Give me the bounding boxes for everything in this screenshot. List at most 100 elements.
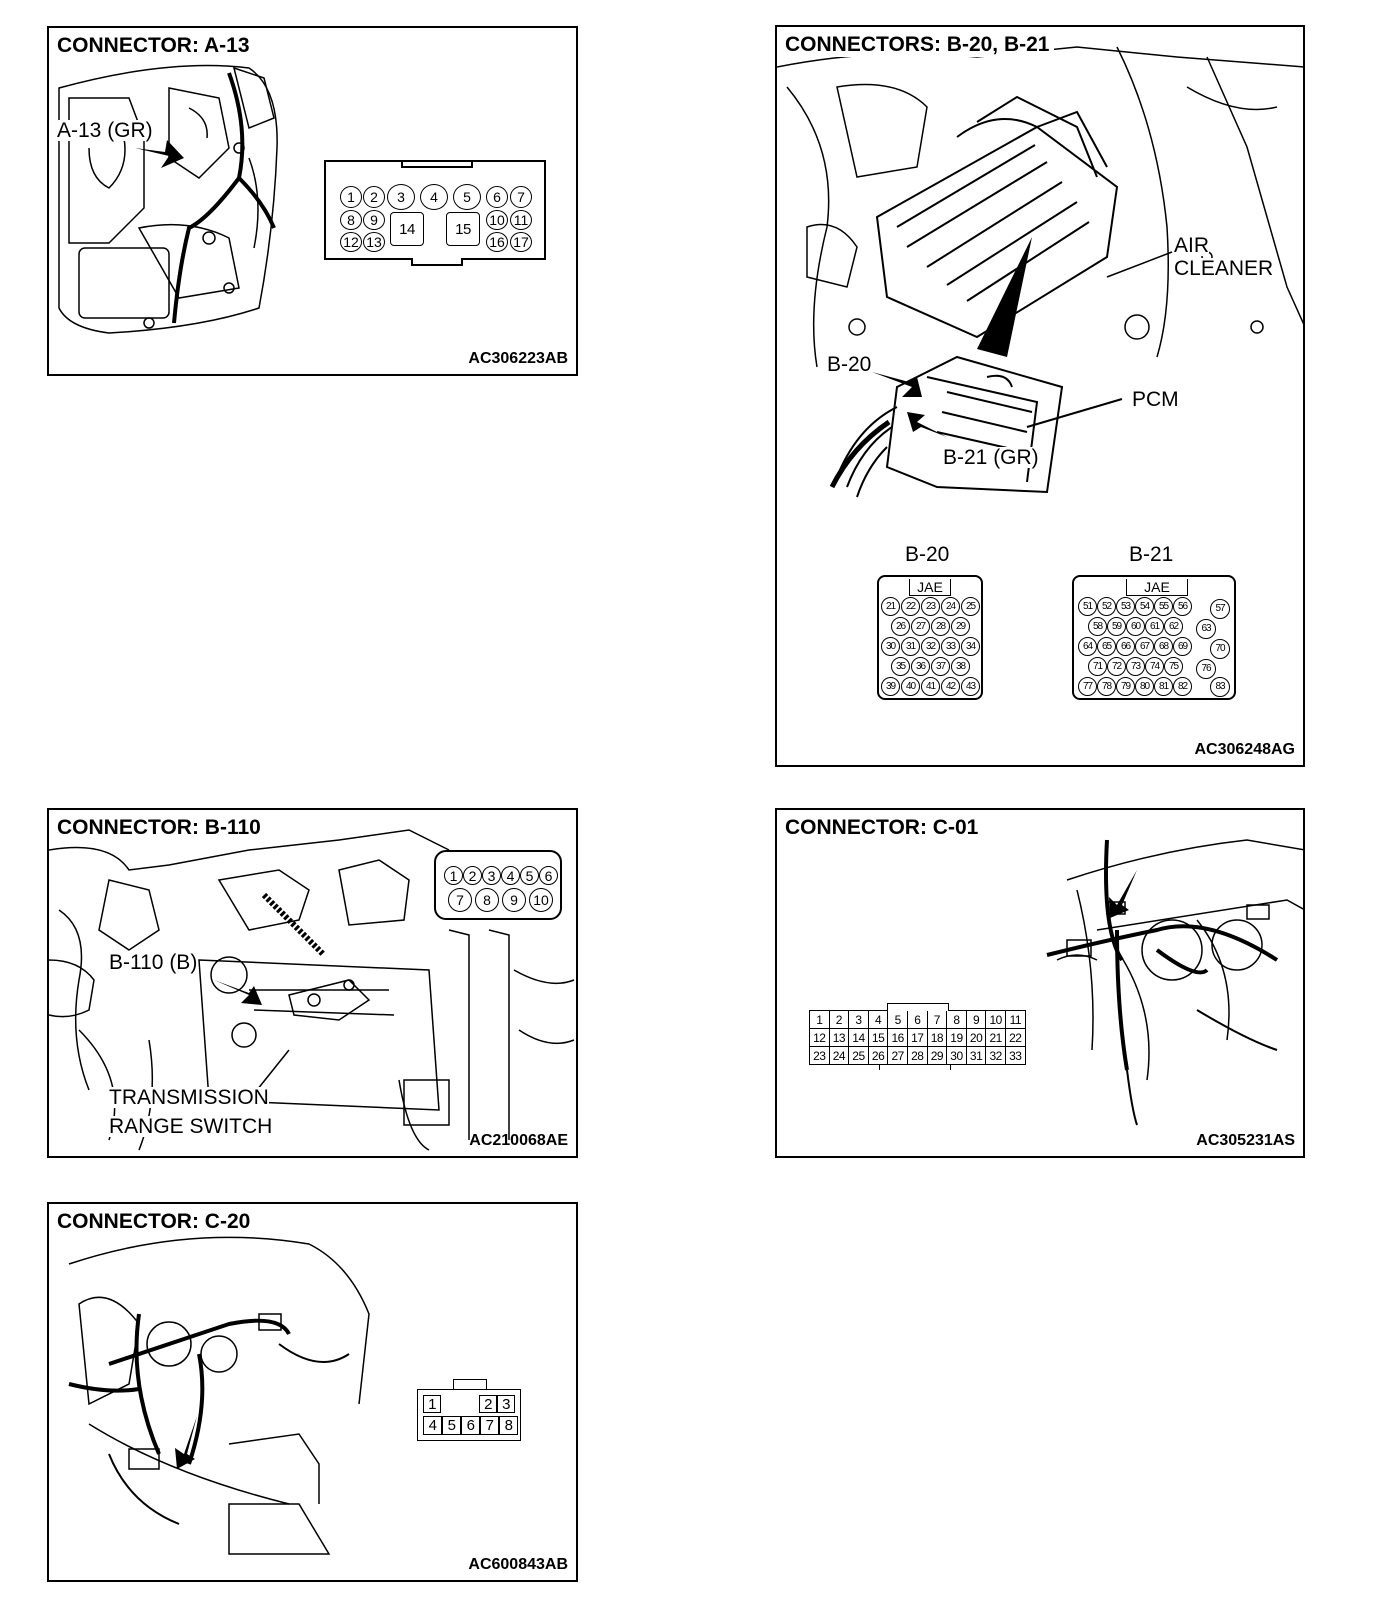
dashboard-illustration [1046,839,1303,1126]
connector-pin: 18 [926,1028,948,1047]
connector-title-b21: B-21 [1129,543,1174,566]
connector-pin: 14 [390,212,424,246]
connector-pin: 39 [881,677,900,696]
connector-pin: 13 [828,1028,850,1047]
connector-face-a13: 1 2 3 4 5 6 7 8 9 10 11 12 13 14 15 16 1… [324,160,546,266]
connector-pin: 2 [828,1010,850,1029]
connector-pin: 5 [442,1416,461,1435]
connector-pin: 3 [482,866,501,885]
connector-pin: 70 [1210,639,1230,659]
connector-pin: 30 [946,1046,967,1065]
air-cleaner-label: CLEANER [1174,257,1274,280]
connector-pin: 1 [809,1010,830,1029]
connector-pin: 21 [881,597,900,616]
connector-pin: 6 [486,186,508,208]
connector-pin: 62 [1164,617,1183,636]
bottom-tab [411,258,463,266]
connector-pin: 31 [965,1046,987,1065]
connector-pin: 16 [887,1028,908,1047]
connector-pin: 71 [1088,657,1107,676]
connector-pin: 64 [1078,637,1097,656]
connector-pin: 4 [867,1010,889,1029]
connector-pin: 38 [951,657,970,676]
connector-pin: 67 [1135,637,1154,656]
connector-pin: 6 [461,1416,480,1435]
engine-bay-illustration [777,46,1303,498]
connector-pin: 9 [502,888,526,912]
connector-pin: 56 [1173,597,1192,616]
connector-pin: 36 [911,657,930,676]
connector-pin: 74 [1145,657,1164,676]
connector-pin: 29 [951,617,970,636]
connector-pin: 4 [501,866,520,885]
panel-title: CONNECTOR: C-20 [57,1210,255,1234]
connector-pin: 72 [1107,657,1126,676]
connector-callout: B-110 (B) [109,951,198,974]
figure-code: AC306223AB [468,350,568,367]
air-cleaner-label: AIR [1174,234,1210,257]
figure-code: AC305231AS [1196,1132,1295,1149]
connector-pin: 25 [848,1046,869,1065]
panel-title: CONNECTOR: A-13 [57,34,254,58]
connector-pin: 5 [453,184,481,210]
panel-b20-b21: CONNECTORS: B-20, B-21 AIR CLEANER B-20 … [775,25,1305,767]
connector-pin: 41 [921,677,940,696]
panel-title: CONNECTOR: B-110 [57,816,265,840]
dashboard-illustration [68,1236,370,1555]
connector-pin: 17 [510,232,532,252]
connector-title-b20: B-20 [905,543,950,566]
connector-pin: 11 [510,210,532,230]
connector-outline [417,1389,521,1441]
connector-pin: 27 [887,1046,908,1065]
connector-pin: 51 [1078,597,1097,616]
connector-pin: 82 [1173,677,1192,696]
figure-code: AC306248AG [1194,741,1296,758]
connector-pin: 22 [901,597,920,616]
connector-callout: B-21 (GR) [943,446,1039,469]
connector-pin: 81 [1154,677,1173,696]
connector-pin: 17 [907,1028,928,1047]
connector-pin: 5 [887,1010,908,1029]
connector-pin: 9 [363,210,385,230]
locking-tab [401,160,473,168]
connector-pin: 30 [881,637,900,656]
panel-title: CONNECTOR: C-01 [785,816,983,840]
connector-pin: 22 [1005,1028,1026,1047]
connector-pin: 59 [1107,617,1126,636]
connector-pin: 8 [499,1416,518,1435]
connector-pin: 37 [931,657,950,676]
connector-pin: 24 [828,1046,850,1065]
connector-pin: 9 [965,1010,987,1029]
connector-pin: 2 [363,186,385,208]
bottom-tab [879,1065,951,1070]
connector-pin: 32 [985,1046,1006,1065]
connector-pin: 28 [907,1046,928,1065]
connector-pin: 3 [387,184,415,210]
connector-pin: 10 [486,210,508,230]
connector-pin: 12 [340,232,362,252]
connector-pin: 40 [901,677,920,696]
connector-pin: 4 [423,1416,442,1435]
connector-pin: 14 [848,1028,869,1047]
connector-pin: 33 [1005,1046,1026,1065]
panel-a13: CONNECTOR: A-13 A-13 (GR) 1 2 3 4 5 6 7 … [47,26,578,376]
transmission-illustration [49,829,575,1151]
pcm-label: PCM [1132,388,1179,411]
connector-pin: 54 [1135,597,1154,616]
connector-pin: 7 [448,888,472,912]
connector-pin: 10 [985,1010,1006,1029]
manufacturer-mark: JAE [1126,579,1188,596]
connector-pin: 60 [1126,617,1145,636]
connector-pin: 33 [941,637,960,656]
figure-code: AC600843AB [468,1556,568,1573]
connector-pin: 15 [446,212,480,246]
connector-pin: 35 [891,657,910,676]
connector-pin: 7 [510,186,532,208]
connector-pin: 52 [1097,597,1116,616]
connector-pin: 65 [1097,637,1116,656]
